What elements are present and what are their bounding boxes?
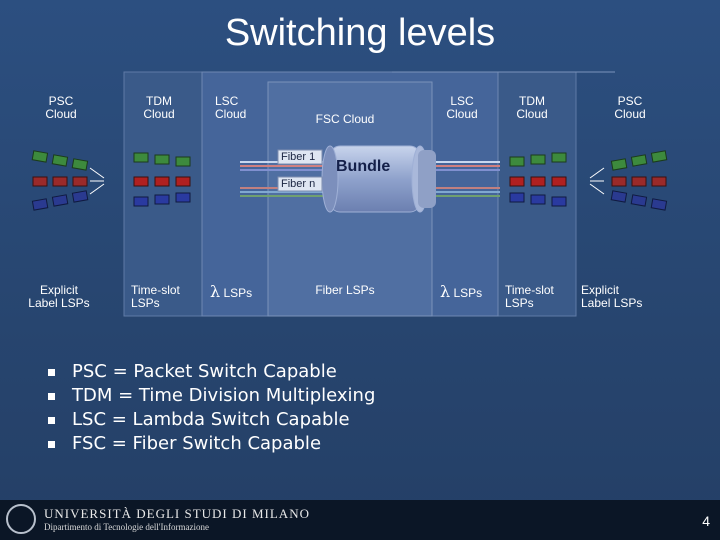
lsc-cloud-left-label: LSC Cloud [215, 94, 247, 121]
fiber-n-label: Fiber n [281, 178, 316, 190]
definition-item: PSC = Packet Switch Capable [48, 360, 375, 384]
right-tdm-packets [509, 152, 567, 207]
bullet-square-icon [48, 369, 55, 376]
lambda-symbol-left: λ [210, 282, 221, 301]
fiber-lsps-label: Fiber LSPs [315, 283, 375, 297]
explicit-lsps-right-label: Explicit Label LSPs [581, 283, 643, 310]
definition-item: FSC = Fiber Switch Capable [48, 432, 375, 456]
tdm-cloud-left-label: TDM Cloud [143, 94, 175, 121]
fiber-1-label: Fiber 1 [281, 151, 316, 163]
page-number: 4 [702, 513, 710, 529]
slide-footer: UNIVERSITÀ DEGLI STUDI DI MILANO Diparti… [0, 500, 720, 540]
department-name: Dipartimento di Tecnologie dell'Informaz… [44, 522, 210, 532]
university-seal-icon [6, 504, 36, 534]
switching-diagram: PSC Cloud TDM Cloud LSC Cloud FSC Cloud … [0, 60, 720, 320]
bundle-label: Bundle [336, 158, 391, 175]
left-tdm-packets [133, 152, 191, 207]
university-name: UNIVERSITÀ DEGLI STUDI DI MILANO [44, 506, 310, 521]
slide-title: Switching levels [224, 12, 496, 54]
bullet-square-icon [48, 441, 55, 448]
bullet-square-icon [48, 393, 55, 400]
lsc-cloud-right-label: LSC Cloud [446, 94, 478, 121]
definition-item: LSC = Lambda Switch Capable [48, 408, 375, 432]
right-psc-packets [589, 150, 668, 211]
definition-item: TDM = Time Division Multiplexing [48, 384, 375, 408]
timeslot-lsps-left-label: Time-slot LSPs [131, 283, 180, 310]
lambda-symbol-right: λ [440, 282, 451, 301]
tdm-cloud-right-label: TDM Cloud [516, 94, 548, 121]
bullet-square-icon [48, 417, 55, 424]
fiber-bundle [321, 145, 436, 213]
diagram-graphics [31, 71, 668, 317]
definitions-list: PSC = Packet Switch Capable TDM = Time D… [48, 360, 375, 456]
psc-cloud-left-label: PSC Cloud [45, 94, 77, 121]
explicit-lsps-left-label: Explicit Label LSPs [28, 283, 90, 310]
lambda-lsps-right-label: λ LSPs [440, 282, 483, 301]
psc-cloud-right-label: PSC Cloud [614, 94, 646, 121]
left-psc-packets [31, 150, 105, 211]
lambda-lsps-left-label: λ LSPs [210, 282, 253, 301]
fsc-cloud-label: FSC Cloud [315, 112, 375, 126]
timeslot-lsps-right-label: Time-slot LSPs [505, 283, 554, 310]
